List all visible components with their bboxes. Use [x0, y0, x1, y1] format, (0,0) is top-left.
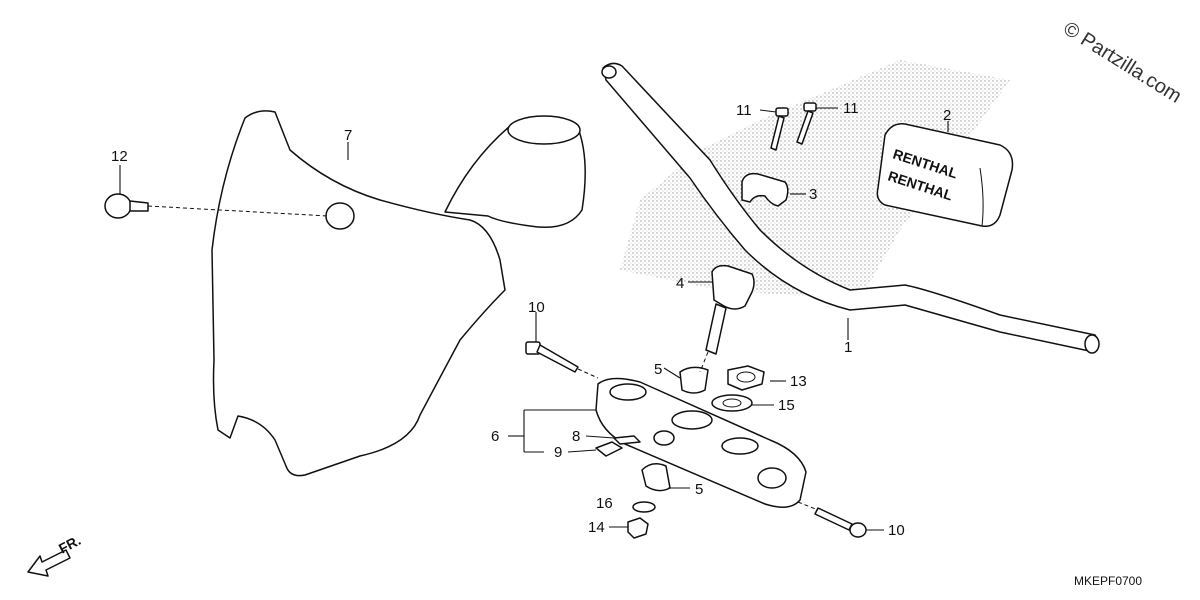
- diagram-code: MKEPF0700: [1074, 574, 1142, 588]
- lower-clamp[interactable]: [595, 377, 807, 508]
- bolt-10-upper[interactable]: [525, 341, 579, 373]
- nut-13[interactable]: [727, 365, 765, 391]
- callout-5-lower: 5: [695, 481, 703, 498]
- plate-9[interactable]: [595, 441, 623, 457]
- callout-7: 7: [344, 127, 352, 144]
- callout-12: 12: [111, 148, 128, 165]
- callout-15: 15: [778, 397, 795, 414]
- shading: [620, 60, 1010, 300]
- callout-1: 1: [844, 339, 852, 356]
- callout-9: 9: [554, 444, 562, 461]
- bolt-11-right[interactable]: [796, 102, 817, 145]
- callout-11-left: 11: [736, 102, 752, 119]
- nut-14[interactable]: [627, 517, 649, 539]
- callout-4: 4: [676, 275, 684, 292]
- washer-15[interactable]: [711, 394, 753, 412]
- bolt-10-lower[interactable]: [814, 507, 867, 538]
- lower-holder[interactable]: [705, 264, 755, 355]
- washer-16[interactable]: [632, 501, 656, 513]
- rubber-5-lower[interactable]: [641, 463, 671, 492]
- callout-3: 3: [809, 186, 817, 203]
- number-plate[interactable]: [211, 110, 586, 477]
- callout-8: 8: [572, 428, 580, 445]
- callout-10-upper: 10: [528, 299, 545, 316]
- screw-12[interactable]: [104, 193, 149, 219]
- callout-5-upper: 5: [654, 361, 662, 378]
- handlebar-pad[interactable]: RENTHAL RENTHAL: [876, 122, 1014, 228]
- plate-8[interactable]: [613, 435, 641, 445]
- callout-10-lower: 10: [888, 522, 905, 539]
- callout-16: 16: [596, 495, 613, 512]
- leader-lines: [119, 107, 949, 531]
- callout-2: 2: [943, 107, 951, 124]
- callout-6: 6: [491, 428, 499, 445]
- upper-holder[interactable]: [741, 172, 789, 207]
- watermark: © Partzilla.com: [1059, 18, 1185, 108]
- callout-11-right: 11: [843, 100, 859, 117]
- front-direction-arrow-icon: FR.: [27, 532, 83, 577]
- callout-labels: 1 2 3 4 5 5 6 7 8 9 10 10 11 11 12 13 14…: [111, 100, 951, 539]
- rubber-5-upper[interactable]: [679, 366, 709, 394]
- bolt-11-left[interactable]: [770, 107, 789, 151]
- handlebar[interactable]: [601, 62, 1100, 354]
- callout-14: 14: [588, 519, 605, 536]
- callout-13: 13: [790, 373, 807, 390]
